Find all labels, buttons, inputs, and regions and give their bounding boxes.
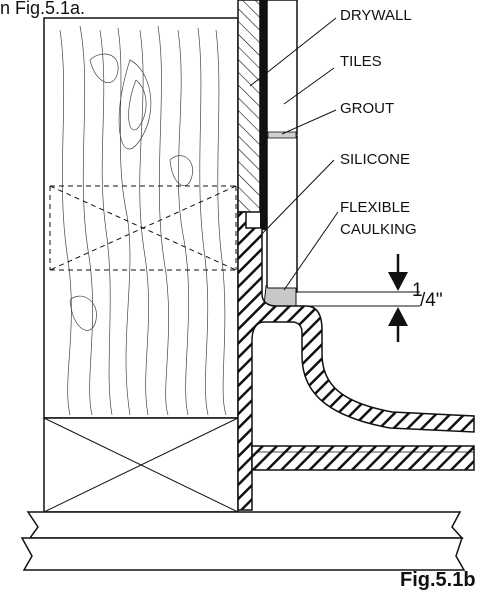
intro-text: n Fig.5.1a. [0, 0, 85, 18]
dimension-denominator: /4" [420, 290, 443, 311]
label-tiles: TILES [340, 53, 382, 70]
dimension-numerator: 1 [412, 280, 423, 301]
label-flexible: FLEXIBLE [340, 199, 410, 216]
label-grout: GROUT [340, 100, 394, 117]
wood-stud [43, 17, 239, 419]
label-caulking: CAULKING [340, 221, 417, 238]
label-drywall: DRYWALL [340, 7, 412, 24]
figure-caption: Fig.5.1b [400, 569, 476, 591]
dimension-marker [296, 254, 420, 342]
blocking [43, 417, 239, 513]
drywall [237, 0, 267, 230]
label-silicone: SILICONE [340, 151, 410, 168]
tiles [266, 0, 298, 293]
tub-wall [237, 211, 475, 511]
subfloor [20, 511, 466, 571]
caulking-bead [263, 284, 297, 307]
leader-lines [249, 17, 339, 291]
